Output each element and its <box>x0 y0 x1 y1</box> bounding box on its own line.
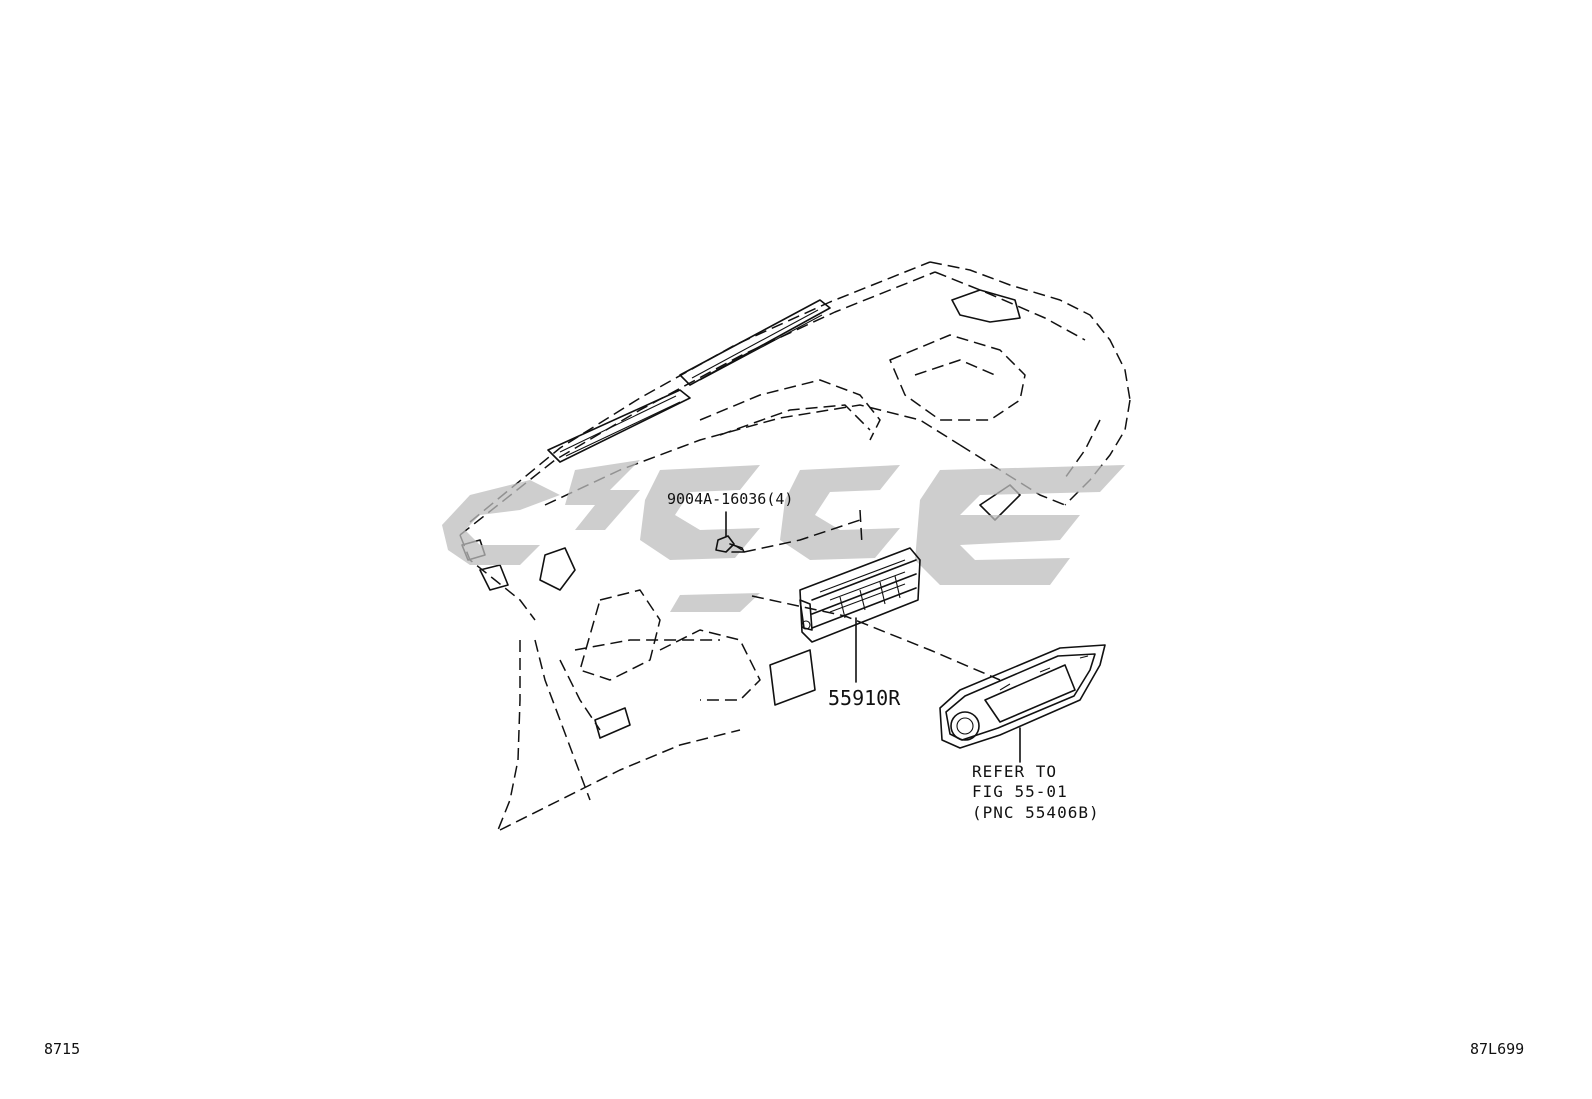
unit-drop-line <box>859 509 863 546</box>
footer-right-code: 87L699 <box>1470 1040 1524 1058</box>
refer-note-line-2: FIG 55-01 <box>972 782 1068 801</box>
screw-part-number: 9004A-16036(4) <box>667 490 793 508</box>
footer-left-code: 8715 <box>44 1040 80 1058</box>
bezel-alignment-line <box>751 595 1001 681</box>
refer-note-line-1: REFER TO <box>972 762 1057 781</box>
center-cluster-bezel <box>939 644 1106 749</box>
screw-alignment-line <box>743 519 861 553</box>
unit-part-number: 55910R <box>828 686 901 710</box>
watermark-logo <box>442 460 1125 612</box>
refer-note-line-3: (PNC 55406B) <box>972 803 1100 822</box>
climate-control-unit <box>799 547 921 643</box>
